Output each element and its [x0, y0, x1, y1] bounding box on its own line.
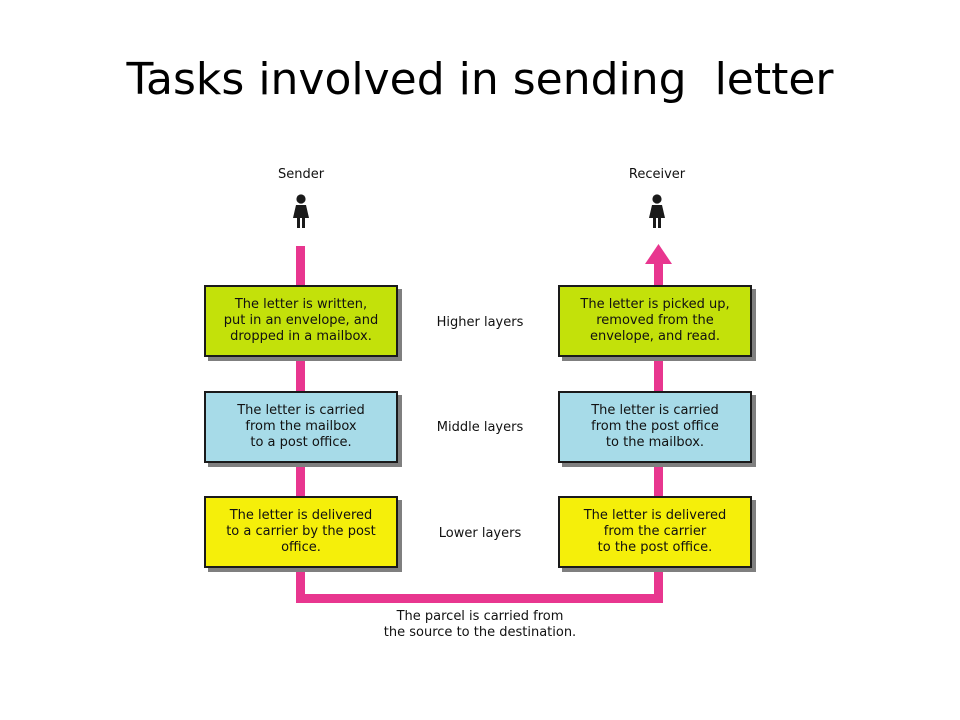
transport-caption: The parcel is carried from the source to…	[383, 609, 577, 640]
sender-middle-layer-box: The letter is carried from the mailbox t…	[204, 391, 398, 463]
sender-higher-layer-box: The letter is written, put in an envelop…	[204, 285, 398, 357]
page-title: Tasks involved in sending letter	[126, 54, 834, 105]
middle-layers-label: Middle layers	[436, 420, 524, 435]
receiver-person-icon	[649, 194, 665, 228]
lower-layers-label: Lower layers	[438, 526, 522, 541]
receiver-higher-layer-box: The letter is picked up, removed from th…	[558, 285, 752, 357]
sender-person-icon	[293, 194, 309, 228]
receiver-middle-layer-box: The letter is carried from the post offi…	[558, 391, 752, 463]
sender-lower-layer-box: The letter is delivered to a carrier by …	[204, 496, 398, 568]
higher-layers-label: Higher layers	[436, 315, 524, 330]
arrowhead-icon	[645, 244, 672, 264]
transport-pipe	[296, 594, 663, 603]
receiver-lower-layer-box: The letter is delivered from the carrier…	[558, 496, 752, 568]
sender-label: Sender	[277, 167, 325, 182]
receiver-label: Receiver	[628, 167, 686, 182]
